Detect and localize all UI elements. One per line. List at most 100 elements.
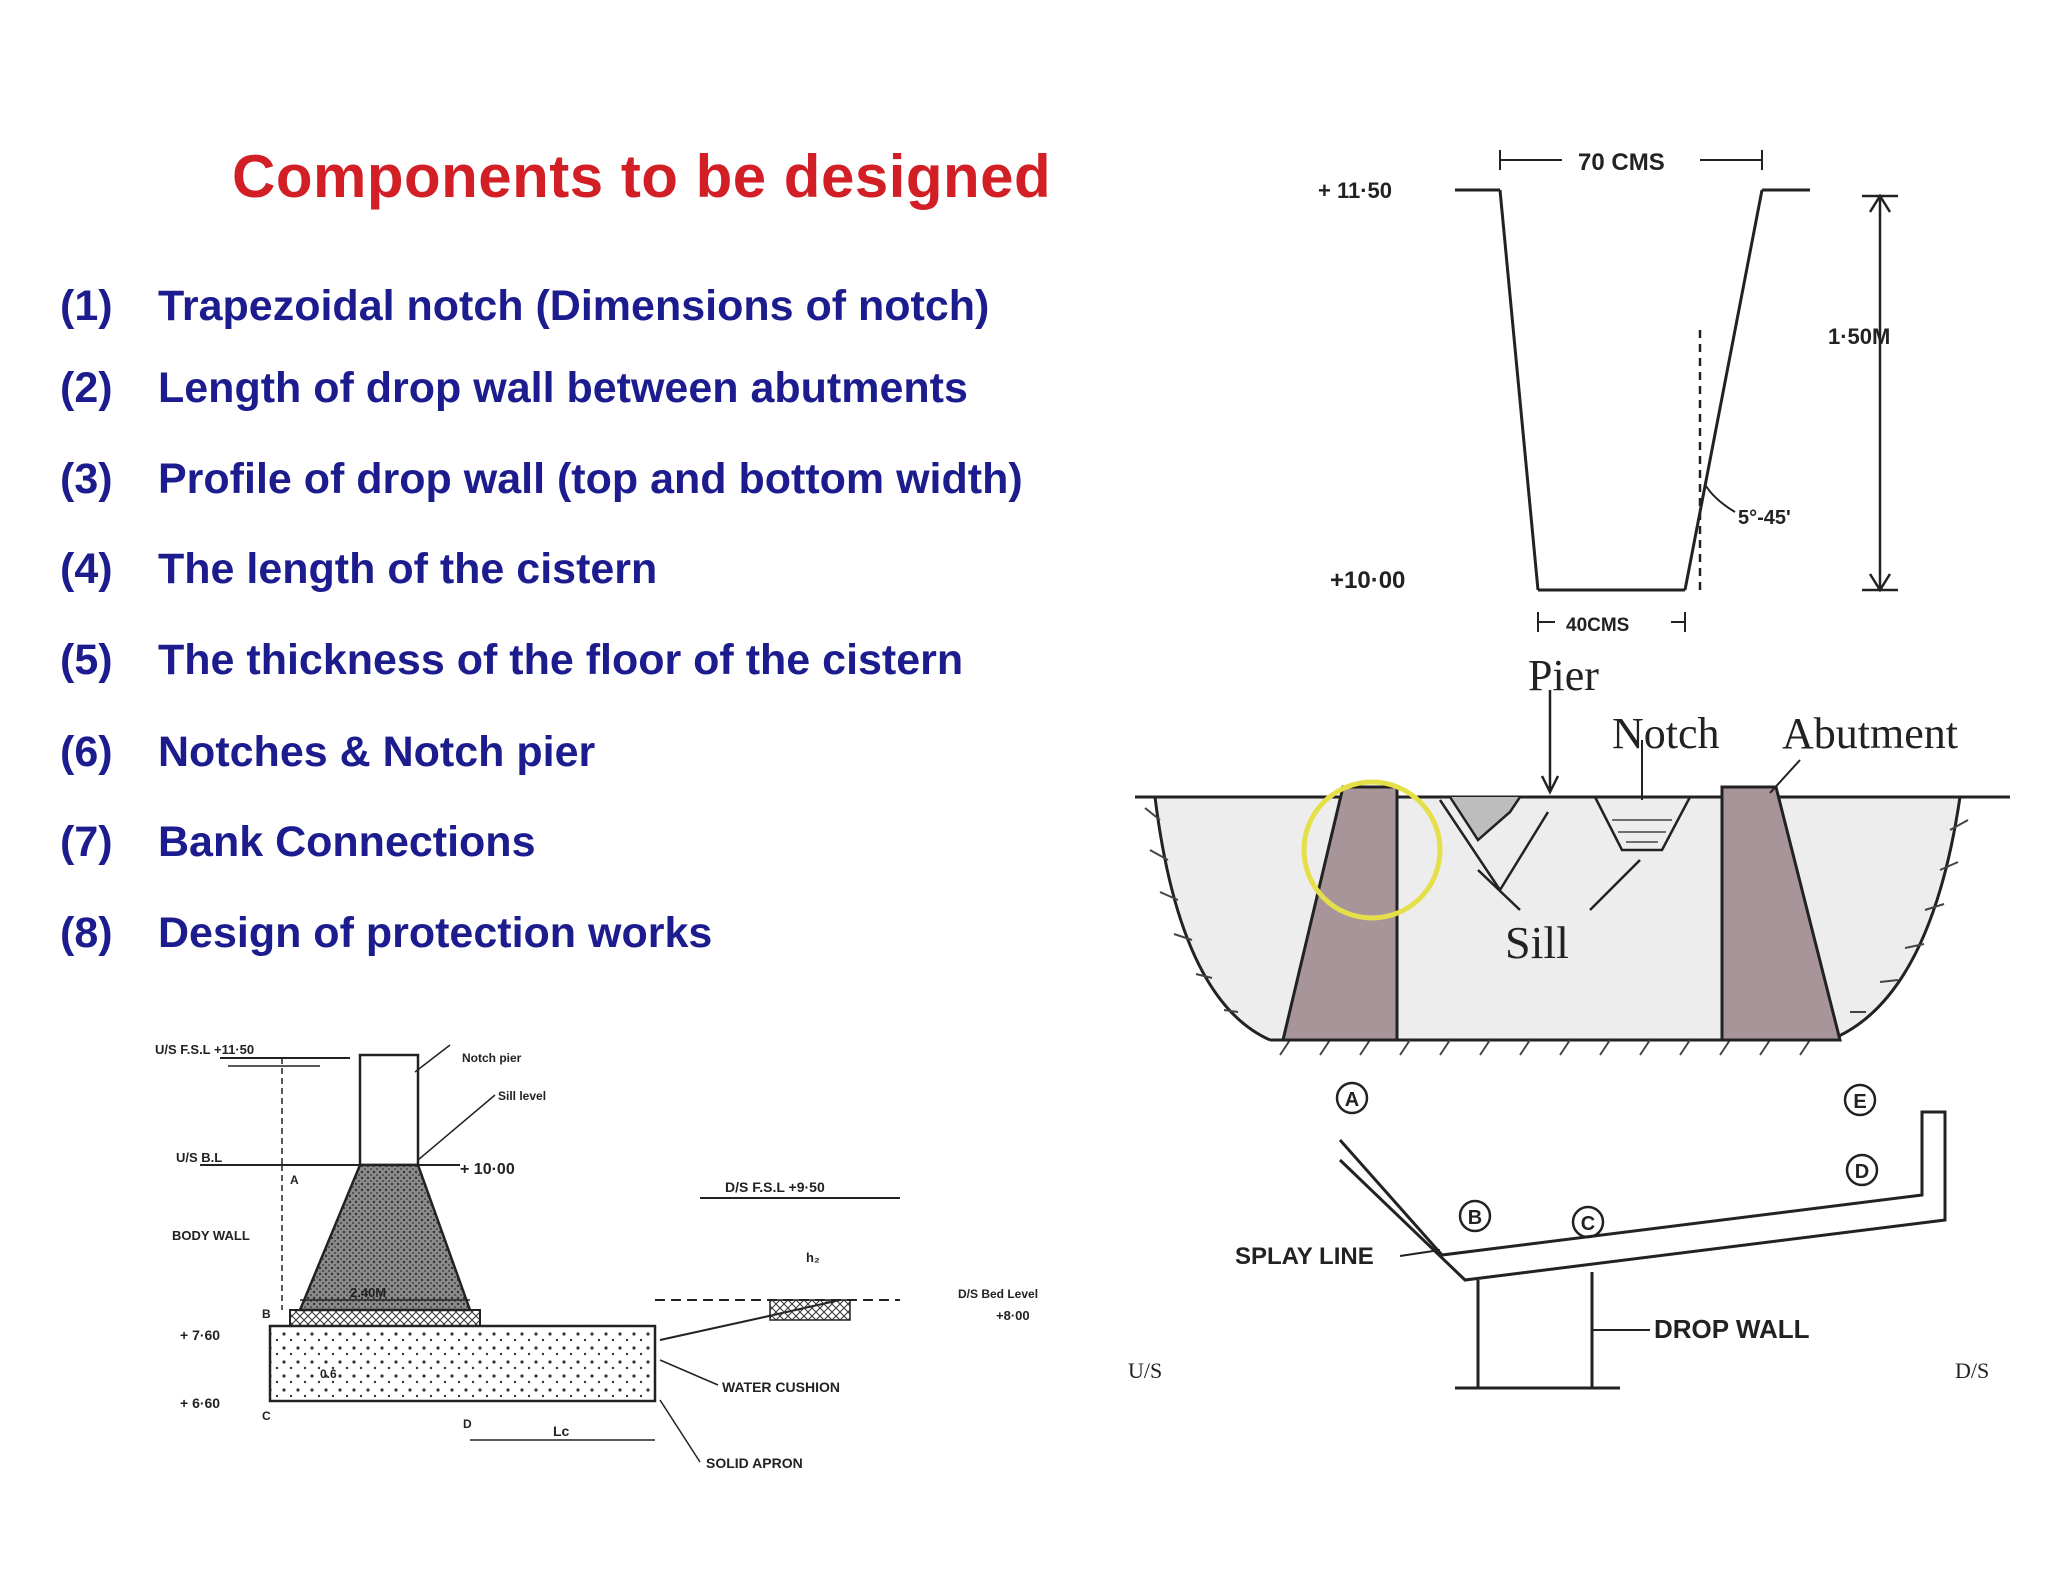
pier-label: Pier	[1528, 651, 1599, 700]
sill-leader-left	[1477, 869, 1521, 911]
list-item: (6) Notches & Notch pier	[60, 728, 595, 777]
abutment-label: Abutment	[1782, 709, 1958, 758]
point-d-label: D	[1855, 1161, 1869, 1183]
bottom-level-label: +10·00	[1330, 567, 1405, 594]
right-abutment	[1720, 785, 1842, 1042]
item-text: Notches & Notch pier	[158, 728, 596, 776]
notch-right-side	[1683, 189, 1764, 591]
us-label: U/S	[1128, 1358, 1162, 1383]
angle-arrow	[1705, 485, 1736, 513]
drop-wall-label: DROP WALL	[1654, 1314, 1810, 1344]
lc-label: Lc	[553, 1423, 570, 1439]
point-c-section: C	[262, 1409, 271, 1423]
pier-labels: Pier Notch Abutment Sill	[1505, 651, 1958, 968]
point-e-label: E	[1853, 1091, 1866, 1113]
point-a-label: A	[1345, 1089, 1359, 1111]
cistern-floor	[268, 1324, 657, 1403]
water-lines	[1612, 819, 1672, 843]
item-number: (1)	[60, 282, 113, 330]
wing-wall	[1338, 1110, 1947, 1282]
point-a-section: A	[290, 1173, 299, 1187]
crest-level-label: + 10·00	[460, 1161, 515, 1178]
us-bl-label: U/S B.L	[176, 1150, 222, 1165]
point-b	[1458, 1199, 1492, 1233]
plan-diagram	[1335, 1081, 1947, 1390]
notch-diagram	[1455, 150, 1898, 632]
plan-text: SPLAY LINE DROP WALL U/S D/S	[1128, 1243, 1989, 1383]
splay-leader	[1399, 1249, 1441, 1257]
point-c-label: C	[1581, 1213, 1595, 1235]
notch-labels: 70 CMS + 11·50 1·50M 5°-45' +10·00 40CMS	[1318, 148, 1890, 636]
notch-pier-label: Notch pier	[462, 1051, 522, 1065]
item-text: Trapezoidal notch (Dimensions of notch)	[158, 282, 990, 330]
point-b-section: B	[262, 1307, 271, 1321]
item-number: (3)	[60, 455, 113, 503]
pier-diagram	[1135, 690, 2010, 1056]
sill-leader-right	[1589, 859, 1641, 911]
item-text: Bank Connections	[158, 818, 536, 866]
list-item: (7) Bank Connections	[60, 818, 536, 867]
item-number: (8)	[60, 909, 113, 957]
h2-label: h₂	[806, 1250, 820, 1265]
list-item: (8) Design of protection works	[60, 909, 712, 958]
item-number: (5)	[60, 636, 113, 684]
apron-leader	[659, 1399, 701, 1463]
item-number: (6)	[60, 728, 113, 776]
point-c	[1571, 1205, 1605, 1239]
item-number: (2)	[60, 364, 113, 412]
top-width-label: 70 CMS	[1578, 149, 1665, 176]
water-cushion-label: WATER CUSHION	[722, 1379, 840, 1395]
notch-left	[1448, 796, 1522, 842]
splay-line-label: SPLAY LINE	[1235, 1243, 1374, 1270]
sill-label: Sill	[1505, 917, 1569, 968]
item-number: (4)	[60, 545, 113, 593]
section-labels: U/S F.S.L +11·50 Notch pier Sill level U…	[155, 1042, 1038, 1471]
notch-label: Notch	[1612, 709, 1720, 758]
pier-leader	[414, 1044, 451, 1073]
item-number: (7)	[60, 818, 113, 866]
list-item: (3) Profile of drop wall (top and bottom …	[60, 455, 1023, 504]
ds-bed-value-label: +8·00	[996, 1308, 1030, 1323]
ds-bed-level-label: D/S Bed Level	[958, 1287, 1038, 1301]
point-e	[1843, 1083, 1877, 1117]
notch-left-side	[1498, 189, 1540, 591]
wall-base	[289, 1309, 481, 1327]
item-text: The length of the cistern	[158, 545, 658, 593]
list-item: (2) Length of drop wall between abutments	[60, 364, 968, 413]
ground-hatch	[1144, 807, 1969, 1056]
top-level-label: + 11·50	[1318, 178, 1392, 203]
sill-level-label: Sill level	[498, 1089, 546, 1103]
left-abutment	[1281, 785, 1399, 1042]
solid-apron-label: SOLID APRON	[706, 1455, 803, 1471]
cushion-leader	[659, 1359, 719, 1386]
point-b-label: B	[1468, 1207, 1482, 1229]
depth-label: 0.6	[320, 1367, 337, 1381]
channel-left-bank	[1153, 796, 1271, 1042]
point-a	[1335, 1081, 1369, 1115]
channel-right-bank	[1829, 796, 1962, 1042]
ds-label: D/S	[1955, 1358, 1989, 1383]
plan-labels: A B C D E	[1345, 1089, 1869, 1235]
bottom-width-label: 40CMS	[1566, 615, 1629, 636]
list-item: (4) The length of the cistern	[60, 545, 657, 594]
side-angle-label: 5°-45'	[1738, 507, 1791, 529]
page-title: Components to be designed	[232, 143, 1052, 210]
item-text: The thickness of the floor of the cister…	[158, 636, 964, 684]
height-label: 1·50M	[1828, 324, 1890, 349]
notch-pier	[358, 1053, 420, 1167]
abutment-leader	[1769, 759, 1801, 794]
base-width-label: 2.40M	[350, 1285, 386, 1300]
point-d	[1845, 1153, 1879, 1187]
ds-fsl-label: D/S F.S.L +9·50	[725, 1179, 825, 1195]
item-text: Design of protection works	[158, 909, 713, 957]
sill-leader	[417, 1094, 496, 1161]
section-diagram	[200, 1044, 900, 1463]
level-2-label: + 6·60	[180, 1395, 220, 1411]
highlight-circle	[1301, 779, 1443, 921]
item-text: Profile of drop wall (top and bottom wid…	[158, 455, 1023, 503]
ds-apron	[769, 1299, 851, 1321]
body-wall-label: BODY WALL	[172, 1228, 250, 1243]
list-item: (1) Trapezoidal notch (Dimensions of notc…	[60, 282, 989, 331]
item-text: Length of drop wall between abutments	[158, 364, 968, 412]
